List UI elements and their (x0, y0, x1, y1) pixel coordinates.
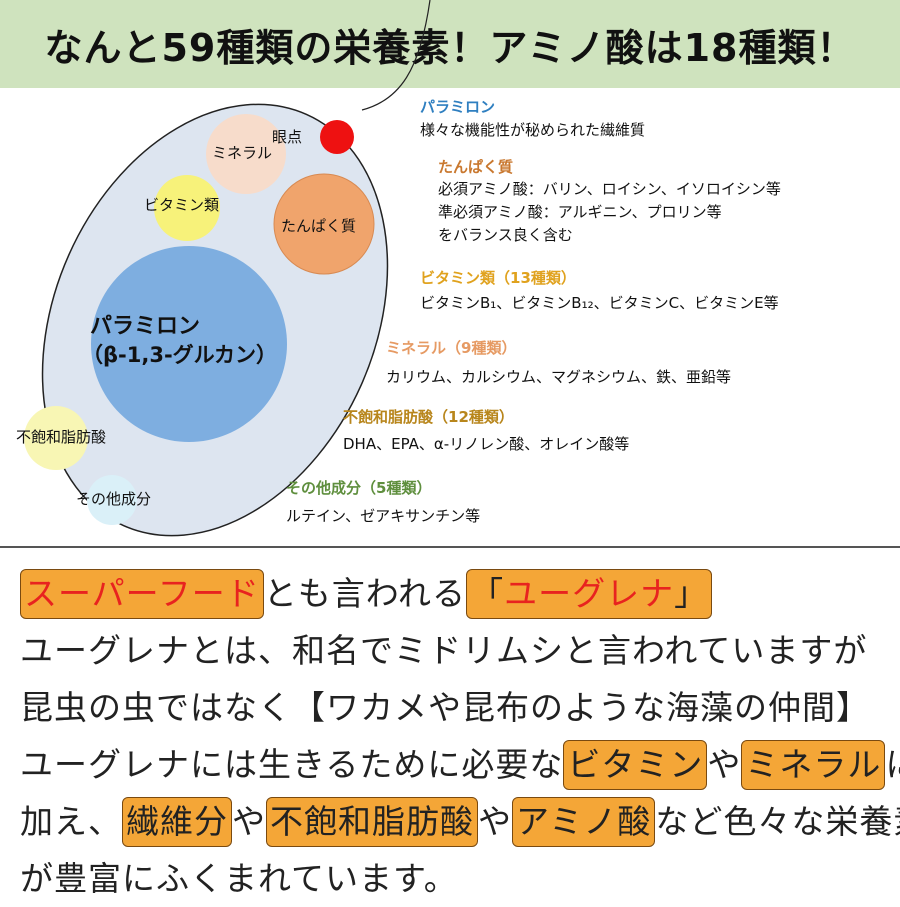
legend-other-heading: その他成分（5種類） (286, 479, 432, 497)
fatty-acid-circle (24, 406, 88, 470)
text-segment: に (885, 736, 900, 793)
paramylon-circle (91, 246, 287, 442)
protein-circle (273, 173, 375, 275)
paragraph-line-3: 昆虫の虫ではなく【ワカメや昆布のような海藻の仲間】 (20, 688, 870, 727)
paramylon-sublabel: （β-1,3-グルカン） (82, 343, 278, 367)
other-label: その他成分 (76, 490, 152, 508)
highlight-euglena: 「ユーグレナ」 (466, 568, 713, 619)
legend-fatty-acid-text: DHA、EPA、α-リノレン酸、オレイン酸等 (343, 435, 630, 453)
highlight-amino-acid: アミノ酸 (512, 796, 656, 847)
text-segment: 加え、 (20, 802, 122, 841)
section-divider (0, 546, 900, 548)
legend-vitamin-text: ビタミンB₁、ビタミンB₁₂、ビタミンC、ビタミンE等 (420, 294, 779, 312)
title-banner (0, 0, 900, 88)
legend-paramylon-heading: パラミロン (420, 98, 496, 116)
vitamin-label: ビタミン類 (144, 196, 220, 214)
highlight-mineral: ミネラル (741, 739, 886, 790)
legend-fatty-acid-heading: 不飽和脂肪酸（12種類） (343, 408, 514, 426)
highlight-superfood: スーパーフード (20, 568, 264, 619)
paragraph-line-2: ユーグレナとは、和名でミドリムシと言われていますが (20, 631, 868, 670)
vitamin-circle (154, 175, 220, 241)
fatty-acid-label: 不飽和脂肪酸 (16, 428, 107, 446)
legend-mineral-text: カリウム、カルシウム、マグネシウム、鉄、亜鉛等 (386, 368, 732, 386)
eyespot-label: 眼点 (272, 128, 303, 146)
euglena-diagram (24, 0, 431, 537)
bracket-close: 」 (674, 573, 709, 613)
text-segment: や (232, 802, 266, 841)
legend-protein-text-1: 必須アミノ酸：バリン、ロイシン、イソロイシン等 (438, 180, 781, 198)
mineral-circle (206, 114, 286, 194)
paragraph-line-5: 加え、繊維分や不飽和脂肪酸やアミノ酸など色々な栄養素 (20, 793, 900, 850)
euglena-word: ユーグレナ (504, 573, 675, 613)
mineral-label: ミネラル (212, 144, 273, 162)
highlight-fatty-acid: 不飽和脂肪酸 (266, 796, 478, 847)
flagellum (361, 0, 431, 111)
paragraph-line-6: が豊富にふくまれています。 (20, 859, 458, 898)
paragraph-line-1: スーパーフードとも言われる「ユーグレナ」 (20, 565, 890, 622)
highlight-vitamin: ビタミン (563, 739, 708, 790)
legend-protein-text-2: 準必須アミノ酸：アルギニン、プロリン等 (438, 203, 722, 221)
paramylon-label: パラミロン (90, 314, 201, 339)
other-circle (87, 475, 137, 525)
banner-title: なんと59種類の栄養素！アミノ酸は18種類！ (44, 25, 856, 70)
legend-mineral-heading: ミネラル（9種類） (386, 339, 517, 357)
highlight-fiber: 繊維分 (122, 796, 232, 847)
text-segment: ユーグレナには生きるために必要な (20, 745, 564, 784)
text-segment: や (707, 745, 742, 784)
protein-label: たんぱく質 (281, 217, 357, 235)
legend-paramylon-text: 様々な機能性が秘められた繊維質 (420, 121, 646, 139)
text-segment: など色々な栄養素 (655, 802, 900, 841)
legend-vitamin-heading: ビタミン類（13種類） (420, 269, 576, 287)
text-segment: とも言われる (263, 574, 467, 613)
description-paragraph: スーパーフードとも言われる「ユーグレナ」 ユーグレナとは、和名でミドリムシと言わ… (20, 565, 900, 907)
legend-other-text: ルテイン、ゼアキサンチン等 (286, 507, 481, 525)
legend-protein-text-3: をバランス良く含む (438, 226, 573, 244)
bracket-open: 「 (470, 573, 505, 613)
paragraph-line-4: ユーグレナには生きるために必要なビタミンやミネラルに (20, 736, 900, 793)
text-segment: や (478, 802, 512, 841)
legend-protein-heading: たんぱく質 (438, 158, 514, 176)
eyespot-circle (320, 120, 354, 154)
